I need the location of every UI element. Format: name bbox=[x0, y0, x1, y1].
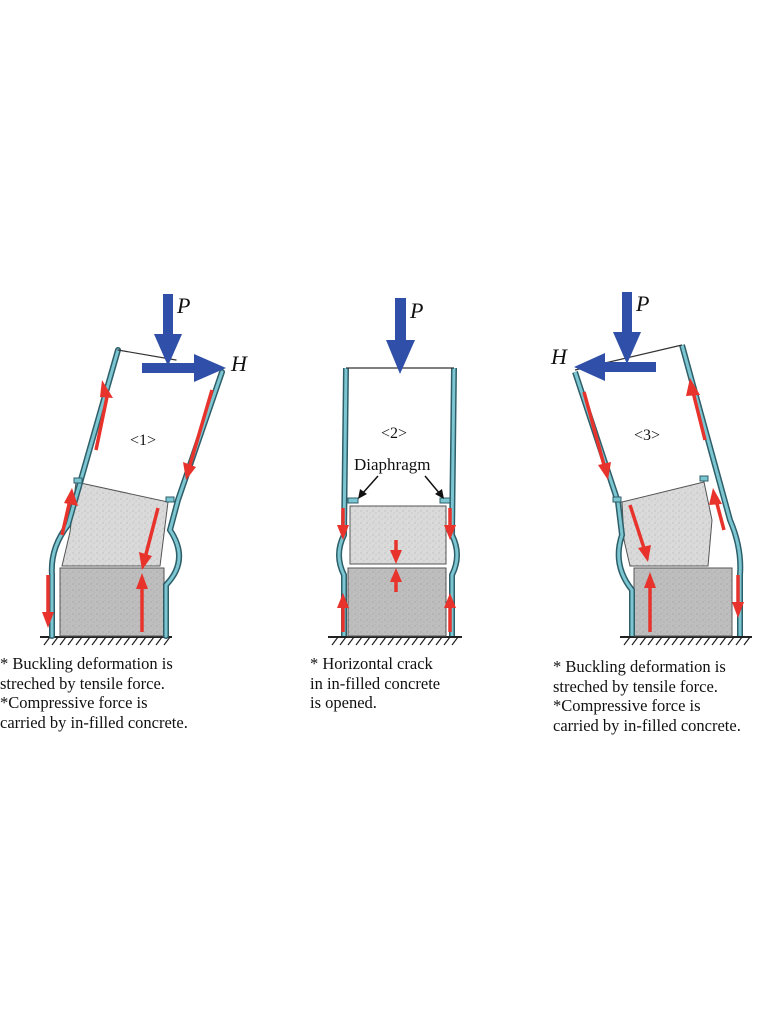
panel-3: P H <3> bbox=[550, 291, 752, 646]
caption-line: streched by tensile force. bbox=[553, 676, 718, 696]
vertical-load-arrow bbox=[386, 298, 415, 374]
tensile-force-arrow bbox=[337, 508, 456, 540]
load-label-h: H bbox=[550, 344, 568, 369]
panel-1-caption: * Buckling deformation is streched by te… bbox=[0, 654, 188, 732]
ground-base bbox=[328, 636, 462, 646]
caption-line: *Compressive force is bbox=[553, 696, 701, 715]
ground-base bbox=[40, 636, 172, 646]
caption-line: carried by in-filled concrete. bbox=[0, 712, 188, 732]
crack-opening-arrow bbox=[390, 540, 402, 592]
horizontal-load-arrow bbox=[574, 353, 656, 381]
panel-1: P H <1> bbox=[40, 293, 248, 646]
steel-tube bbox=[48, 347, 225, 639]
diaphragm-plate bbox=[612, 496, 622, 503]
caption-line: carried by in-filled concrete. bbox=[553, 715, 741, 735]
compressive-force-arrow bbox=[42, 389, 214, 628]
panel-tag: <1> bbox=[130, 432, 156, 449]
vertical-load-arrow bbox=[154, 294, 182, 366]
tensile-force-arrow bbox=[686, 378, 726, 531]
steel-tube bbox=[572, 344, 744, 636]
panel-3-caption: * Buckling deformation is streched by te… bbox=[553, 657, 741, 735]
diaphragm-plate bbox=[347, 497, 359, 504]
diaphragm-plate bbox=[73, 477, 83, 484]
compressive-force-arrow bbox=[582, 391, 744, 618]
diaphragm-plate bbox=[699, 475, 709, 482]
compressive-force-arrow bbox=[337, 593, 456, 632]
concrete-force-arrow bbox=[136, 507, 160, 632]
diaphragm-plate bbox=[165, 496, 175, 503]
diaphragm-pointer-arrow bbox=[358, 475, 444, 499]
panel-2: P <2> Diaphragm bbox=[328, 298, 462, 646]
load-label-p: P bbox=[176, 293, 190, 318]
load-label-h: H bbox=[230, 351, 248, 376]
load-label-p: P bbox=[409, 298, 423, 323]
caption-line: * Buckling deformation is bbox=[0, 654, 173, 673]
infilled-concrete-lower bbox=[59, 567, 165, 637]
panel-2-caption: * Horizontal crack in in-filled concrete… bbox=[310, 654, 440, 713]
caption-line: is opened. bbox=[310, 693, 377, 712]
vertical-load-arrow bbox=[613, 292, 641, 364]
ground-base bbox=[620, 636, 752, 646]
horizontal-load-arrow bbox=[142, 354, 226, 382]
concrete-force-arrow bbox=[628, 504, 656, 632]
tensile-force-arrow bbox=[60, 380, 113, 536]
load-label-p: P bbox=[635, 291, 649, 316]
panel-tag: <2> bbox=[381, 425, 407, 442]
caption-line: * Buckling deformation is bbox=[553, 657, 726, 676]
caption-line: *Compressive force is bbox=[0, 693, 148, 712]
diaphragm-label: Diaphragm bbox=[354, 455, 430, 474]
caption-line: in in-filled concrete bbox=[310, 673, 441, 693]
caption-line: * Horizontal crack bbox=[310, 654, 433, 673]
diaphragm-plate bbox=[439, 497, 451, 504]
caption-line: streched by tensile force. bbox=[0, 673, 165, 693]
panel-tag: <3> bbox=[634, 427, 660, 444]
